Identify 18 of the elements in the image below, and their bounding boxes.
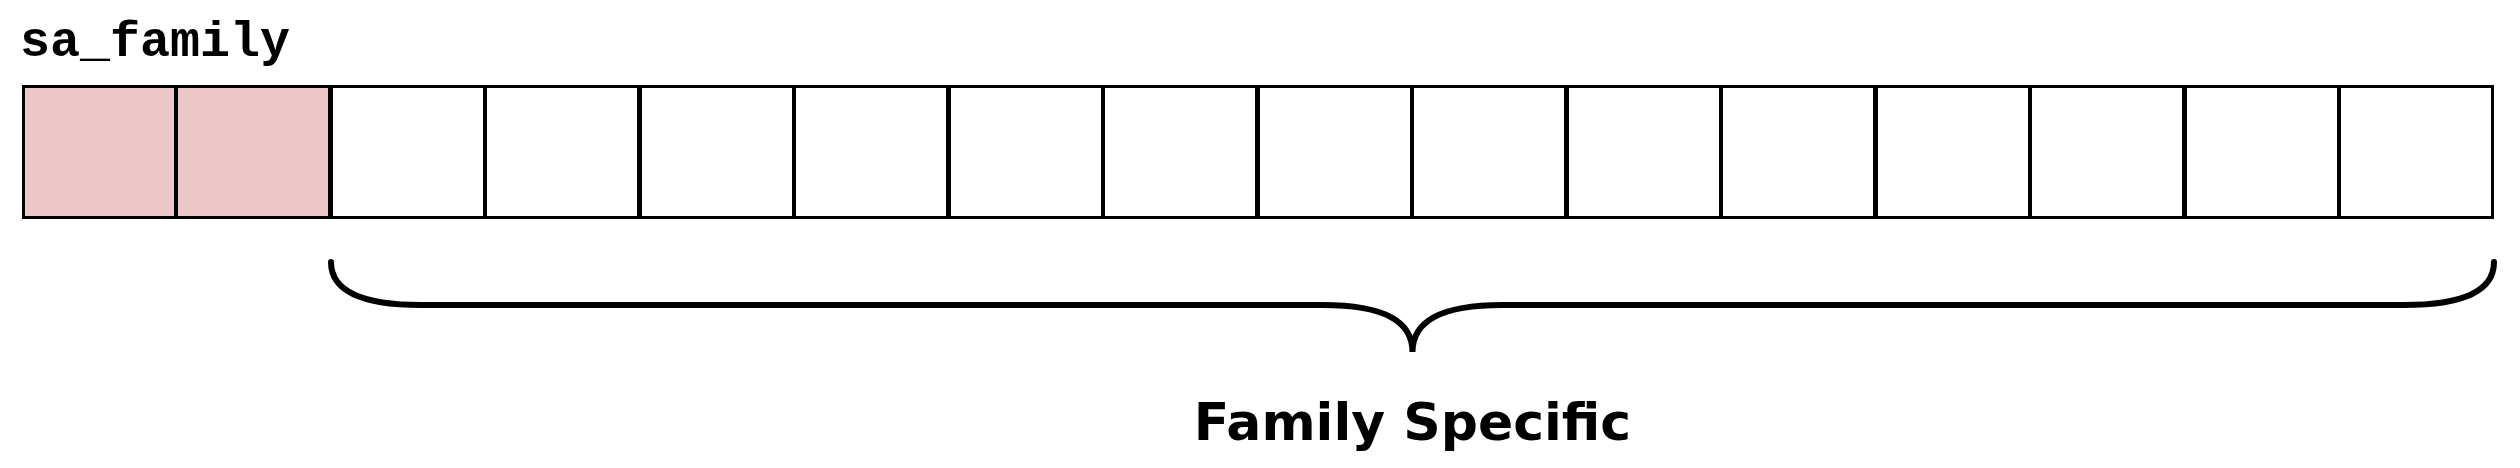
byte-cell [484, 85, 640, 219]
byte-cell [2183, 85, 2340, 219]
field-label: sa_family [20, 14, 291, 71]
brace-label: Family Specific [1193, 392, 1632, 452]
byte-cell [638, 85, 795, 219]
byte-cell [329, 85, 486, 219]
byte-cell [2029, 85, 2185, 219]
byte-cell [22, 85, 177, 219]
byte-cell [1720, 85, 1876, 219]
byte-cell [1411, 85, 1567, 219]
byte-cell [2338, 85, 2494, 219]
byte-cell [1256, 85, 1413, 219]
byte-cell [793, 85, 949, 219]
byte-cell [175, 85, 331, 219]
byte-cell [1874, 85, 2031, 219]
byte-cell [947, 85, 1104, 219]
byte-cell [1565, 85, 1722, 219]
byte-cell [1102, 85, 1258, 219]
